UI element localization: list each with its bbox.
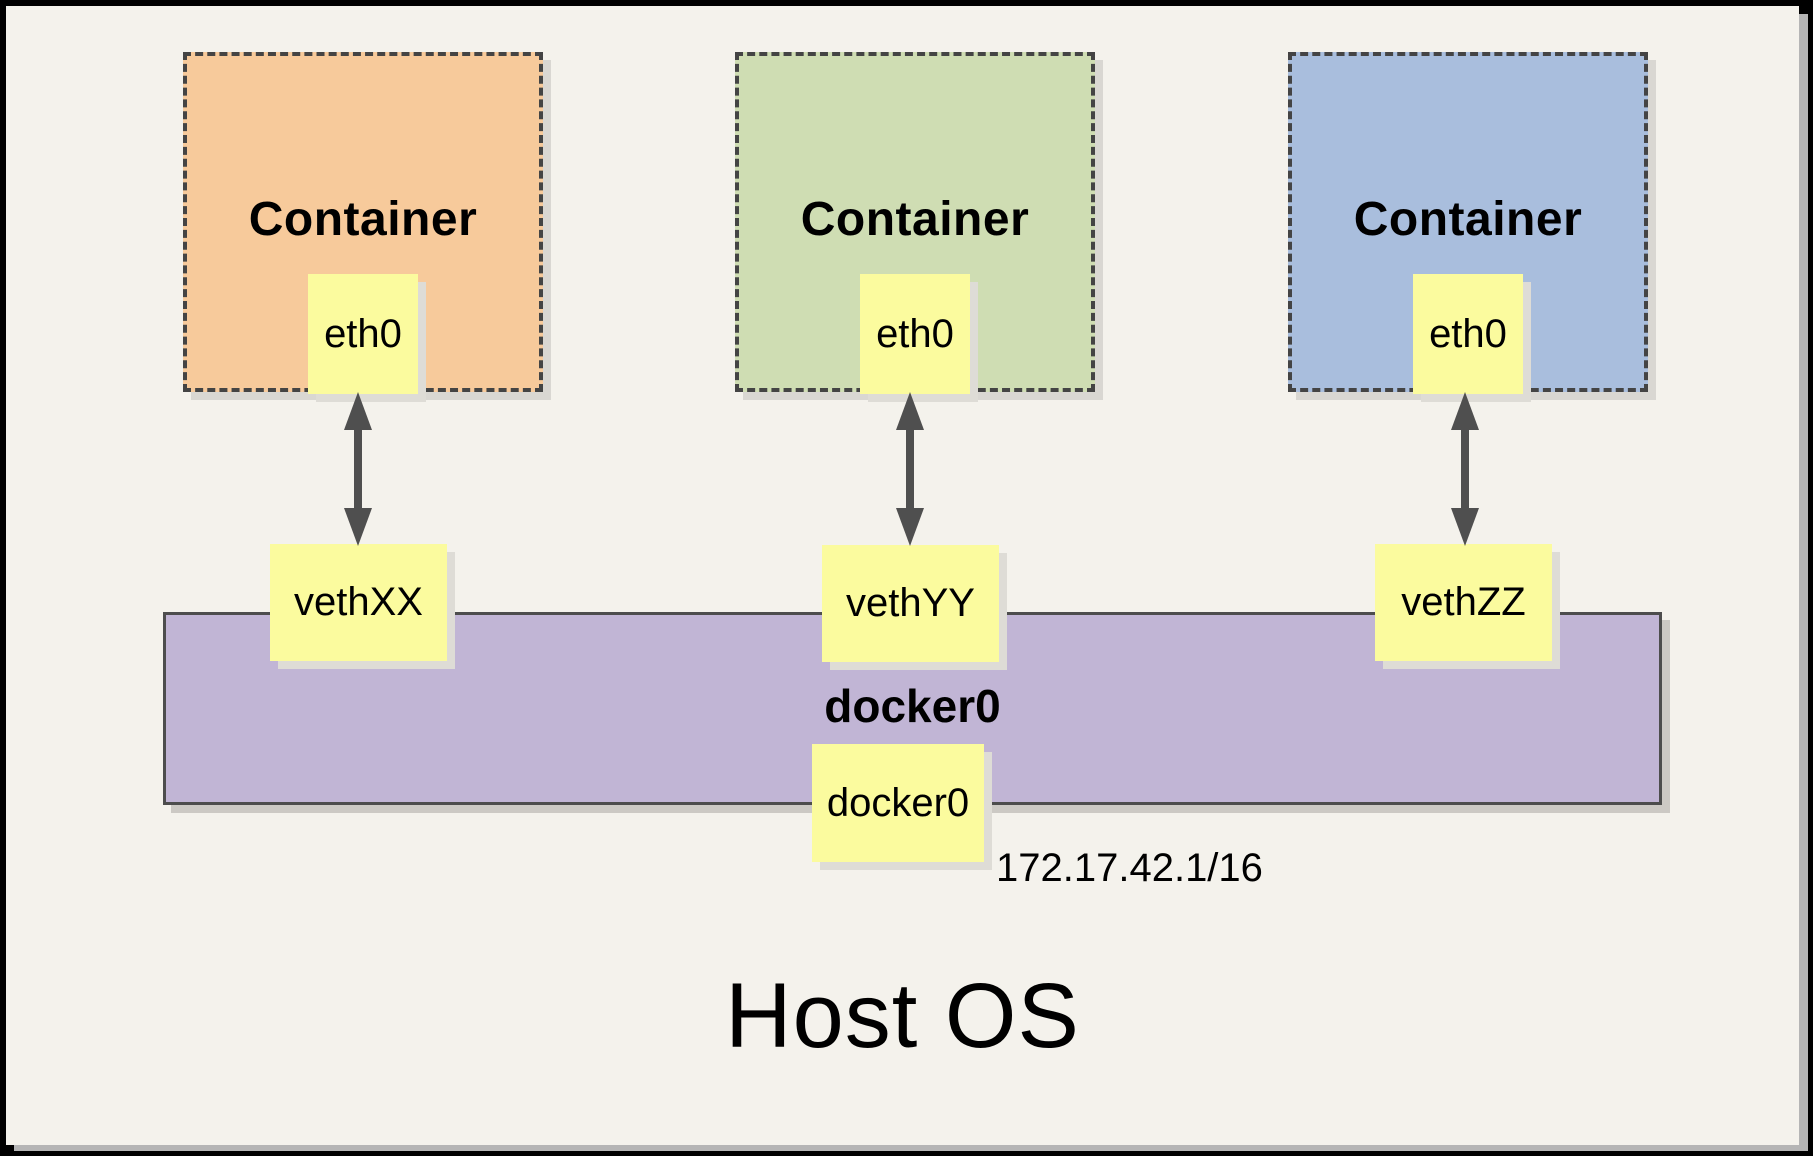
container-box-2: Container eth0 [735,52,1095,394]
host-os-title: Host OS [725,965,1080,1067]
container-2-title: Container [800,193,1030,246]
vethzz-label: vethZZ [1401,580,1526,624]
docker0-interface-box: docker0 [812,744,984,862]
container-box-3: Container eth0 [1288,52,1648,394]
docker0-ip-address: 172.17.42.1/16 [996,846,1263,890]
container-1-title: Container [248,193,478,246]
veth-connection-arrow-3 [1451,392,1479,546]
container-1-eth0-label: eth0 [324,311,402,356]
vethyy-label: vethYY [846,581,975,625]
host-os-panel: Container eth0 Container eth0 Container … [6,6,1799,1145]
vethyy-box: vethYY [822,545,999,662]
docker0-interface-label: docker0 [826,780,970,825]
vethxx-label: vethXX [294,580,423,624]
container-2-eth0-box: eth0 [860,274,970,394]
vethxx-box: vethXX [270,544,447,661]
container-box-1: Container eth0 [183,52,543,394]
veth-connection-arrow-1 [344,392,372,546]
docker0-bridge-title: docker0 [824,680,1001,732]
veth-connection-arrow-2 [896,392,924,546]
container-3-eth0-label: eth0 [1429,311,1507,356]
vethzz-box: vethZZ [1375,544,1552,661]
container-3-eth0-box: eth0 [1413,274,1523,394]
container-2-eth0-label: eth0 [876,311,954,356]
container-1-eth0-box: eth0 [308,274,418,394]
container-3-title: Container [1353,193,1583,246]
